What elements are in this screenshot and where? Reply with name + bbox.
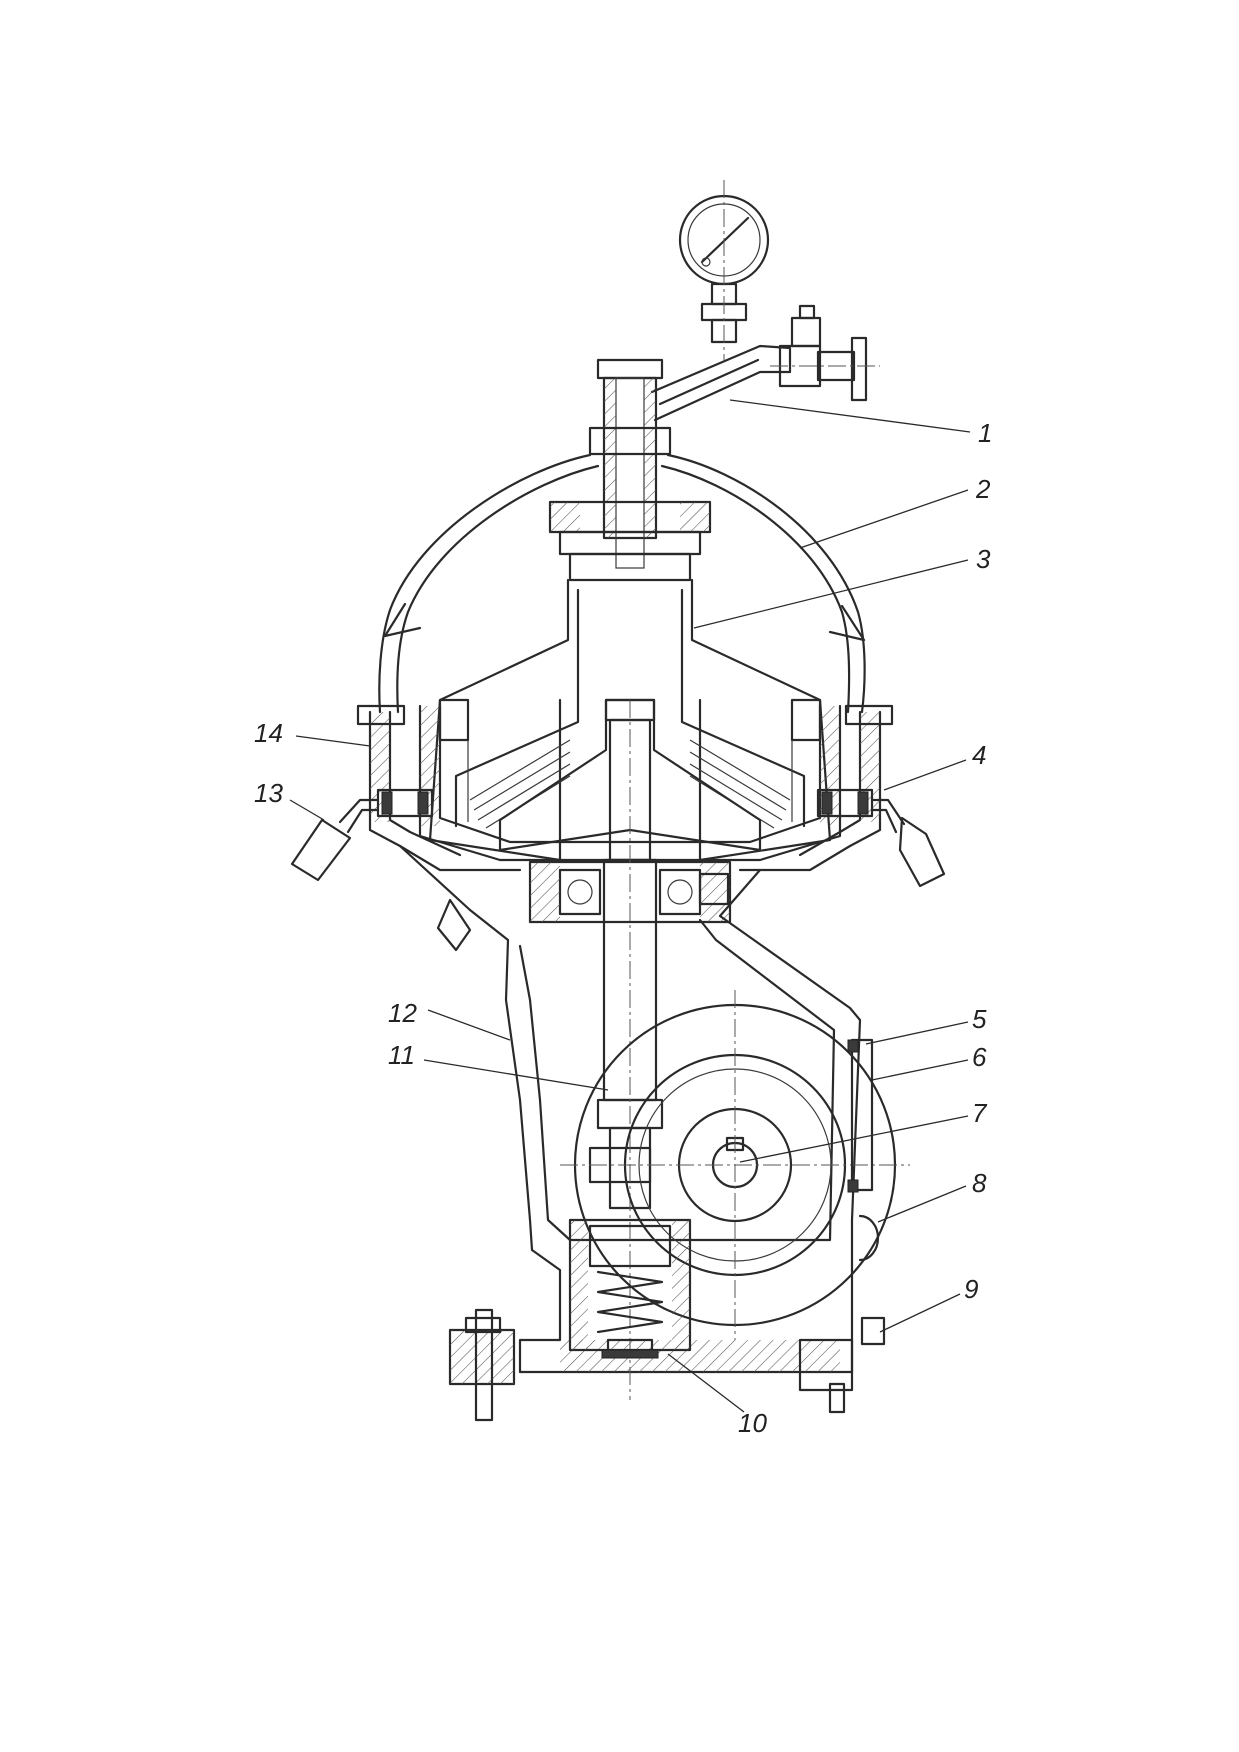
leader-6 — [871, 1059, 969, 1081]
leader-7 — [739, 1115, 969, 1163]
callout-14: 14 — [254, 718, 283, 748]
leader-8 — [877, 1185, 967, 1223]
inlet-tube — [588, 358, 672, 569]
callout-2: 2 — [975, 474, 991, 504]
spring-support — [568, 1218, 692, 1359]
leader-12 — [427, 1009, 511, 1041]
callout-10: 10 — [738, 1408, 767, 1438]
spindle-shaft — [588, 700, 664, 1400]
side-cover — [847, 1038, 886, 1346]
callout-1: 1 — [978, 418, 992, 448]
outlet-pipe — [650, 304, 880, 422]
right-brake-handle — [816, 788, 946, 888]
separator-hood — [378, 453, 866, 714]
callout-8: 8 — [972, 1168, 987, 1198]
leader-10 — [667, 1353, 745, 1413]
upper-bearing — [528, 860, 732, 924]
callout-5: 5 — [972, 1004, 987, 1034]
leader-2 — [799, 489, 969, 549]
left-brake-handle — [290, 788, 434, 882]
leader-3 — [693, 559, 969, 629]
leader-4 — [883, 759, 967, 791]
callout-7: 7 — [972, 1098, 988, 1128]
callout-3: 3 — [976, 544, 991, 574]
callout-4: 4 — [972, 740, 986, 770]
callout-6: 6 — [972, 1042, 987, 1072]
left-foot-bolt — [448, 1308, 516, 1422]
leader-1 — [729, 399, 971, 433]
leader-14 — [295, 735, 371, 747]
callout-11: 11 — [388, 1040, 415, 1070]
leader-9 — [879, 1293, 961, 1333]
drum-cap — [548, 500, 712, 582]
pressure-gauge-icon — [678, 180, 770, 360]
leader-11 — [423, 1059, 609, 1091]
callout-labels: 1 2 3 4 5 6 7 8 9 10 11 12 13 14 — [254, 418, 992, 1438]
leader-lines — [289, 399, 971, 1413]
callout-13: 13 — [254, 778, 283, 808]
callout-12: 12 — [388, 998, 417, 1028]
leader-5 — [865, 1021, 969, 1045]
callout-9: 9 — [964, 1274, 978, 1304]
right-foot — [798, 1338, 854, 1414]
leader-13 — [289, 799, 325, 821]
